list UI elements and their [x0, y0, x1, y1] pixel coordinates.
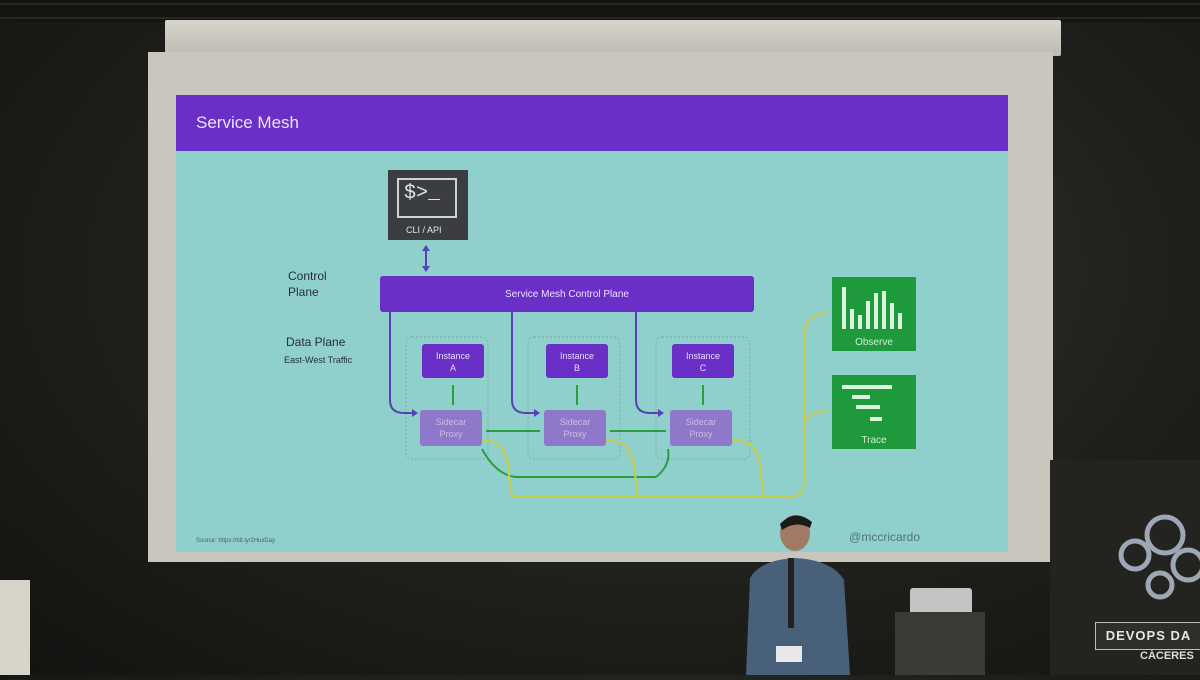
- terminal-prompt: $>_: [404, 182, 441, 205]
- banner-logo: DEVOPS DA: [1095, 622, 1200, 650]
- proxy-c-label-1: Sidecar: [685, 417, 717, 427]
- observe-label: Observe: [855, 337, 893, 348]
- proxy-b-label-1: Sidecar: [559, 417, 591, 427]
- instance-proxy-links: [452, 385, 704, 405]
- stage-truss: [0, 0, 1200, 22]
- truss-pattern: [0, 3, 1200, 19]
- instance-b-letter: B: [573, 363, 580, 373]
- control-plane-label-line1: Control: [288, 269, 327, 283]
- speaker-handle: @mccricardo: [849, 530, 920, 544]
- proxy-c-label-2: Proxy: [689, 429, 713, 439]
- instance-c-label: Instance: [685, 351, 721, 361]
- proxy-b-box: [544, 410, 606, 446]
- slide-source: Source: https://bit.ly/2HuxDay: [196, 538, 276, 544]
- terminal-icon: [397, 178, 457, 218]
- presentation-slide: Service Mesh: [176, 95, 1008, 552]
- control-plane-bar-label: Service Mesh Control Plane: [505, 289, 629, 300]
- speaker-person: [746, 515, 850, 675]
- trace-icon: [842, 385, 892, 421]
- control-plane-links: [389, 312, 662, 414]
- instance-b-label: Instance: [559, 351, 595, 361]
- bar-chart-icon: [842, 287, 902, 329]
- trace-label: Trace: [861, 435, 887, 446]
- proxy-a-label-1: Sidecar: [435, 417, 467, 427]
- control-plane-label-line2: Plane: [288, 285, 319, 299]
- slide-title: Service Mesh: [196, 113, 299, 132]
- side-panel: [0, 580, 30, 675]
- service-mesh-diagram: [380, 170, 916, 498]
- proxy-a-label-2: Proxy: [439, 429, 463, 439]
- cli-box: [388, 170, 468, 240]
- banner-city: CÁCERES: [1140, 650, 1194, 662]
- gears-icon: [1118, 514, 1200, 600]
- instance-group-b: [527, 336, 621, 460]
- lectern: [895, 612, 985, 675]
- instance-a-label: Instance: [435, 351, 471, 361]
- proxy-b-label-2: Proxy: [563, 429, 587, 439]
- proxy-c-box: [670, 410, 732, 446]
- instance-b-box: [546, 344, 608, 378]
- proxy-a-box: [420, 410, 482, 446]
- control-plane-bar: [380, 276, 754, 312]
- slide-header: Service Mesh: [176, 95, 1008, 151]
- cli-label: CLI / API: [406, 225, 442, 235]
- projector-screen-housing: [165, 20, 1061, 56]
- telemetry-links: [481, 312, 828, 498]
- instance-a-box: [422, 344, 484, 378]
- instance-a-letter: A: [449, 363, 456, 373]
- east-west-links: [481, 430, 670, 478]
- instance-c-box: [672, 344, 734, 378]
- instance-group-a: [405, 336, 489, 460]
- data-plane-label: Data Plane: [286, 335, 346, 349]
- instance-c-letter: C: [699, 363, 707, 373]
- east-west-label: East-West Traffic: [284, 355, 353, 365]
- instance-group-c: [655, 336, 751, 460]
